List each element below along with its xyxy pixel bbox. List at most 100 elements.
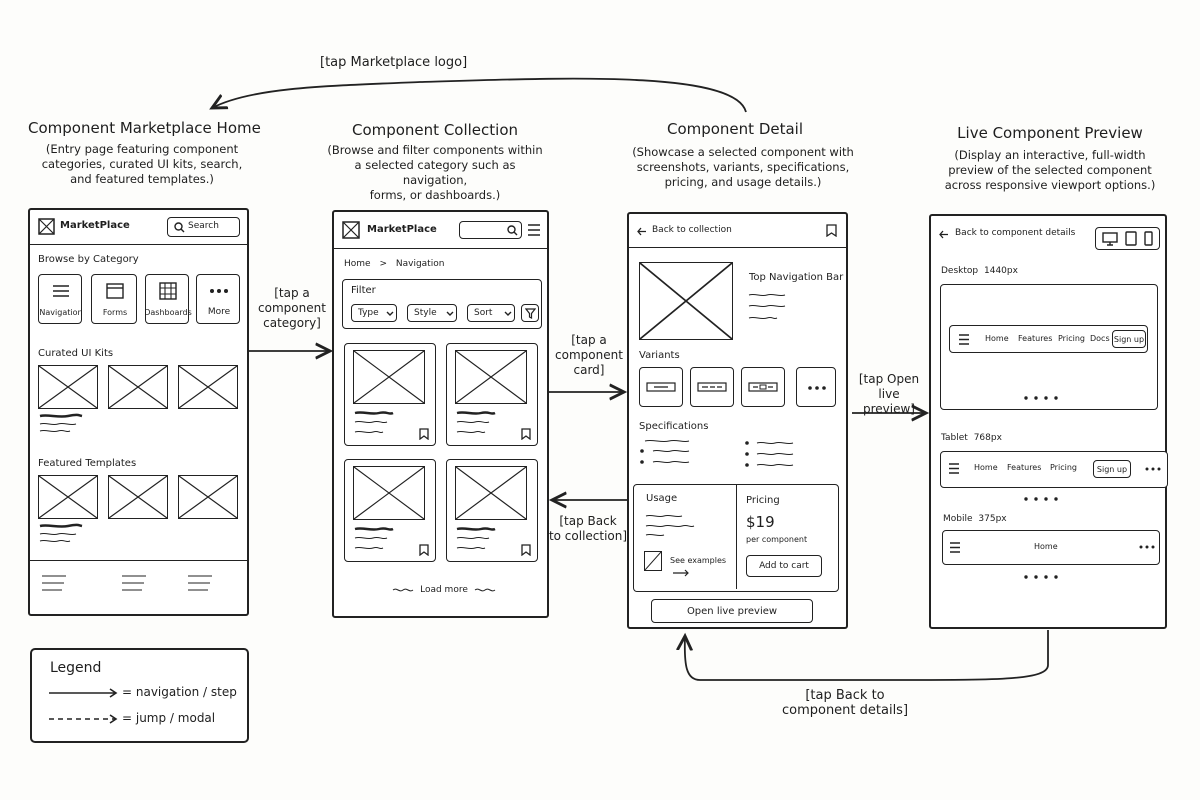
card-thumbnail [455, 466, 527, 520]
home-title: Component Marketplace Home [28, 119, 261, 137]
mobile-label: Mobile [943, 514, 973, 524]
variants-label: Variants [639, 350, 680, 361]
collection-title: Component Collection [351, 121, 519, 139]
hamburger-menu-icon[interactable] [958, 334, 970, 345]
bookmark-icon[interactable] [419, 544, 429, 556]
category-navigation[interactable]: Navigation [38, 274, 83, 324]
card-text-lines [456, 411, 496, 434]
component-card[interactable] [446, 343, 538, 446]
nav-link[interactable]: Pricing [1050, 463, 1077, 472]
add-to-cart-button[interactable]: Add to cart [746, 555, 822, 577]
filter-style-dropdown[interactable]: Style [407, 304, 457, 322]
breadcrumb-home[interactable]: Home [344, 259, 371, 269]
footer-divider [30, 560, 247, 561]
card-text-lines [354, 527, 394, 550]
bookmark-icon[interactable] [521, 428, 531, 440]
desktop-navbar: Home Features Pricing Docs Sign up [949, 325, 1148, 353]
more-icon[interactable] [1139, 545, 1155, 549]
nav-link[interactable]: Home [974, 463, 998, 472]
filter-type-dropdown[interactable]: Type [351, 304, 397, 322]
template-thumbnail[interactable] [108, 475, 168, 519]
funnel-icon [525, 308, 536, 319]
pagination-dots [1024, 396, 1058, 400]
bookmark-icon[interactable] [419, 428, 429, 440]
variant-option[interactable] [639, 367, 683, 407]
desktop-viewport-label: Desktop 1440px [941, 266, 1018, 276]
logo-icon[interactable] [342, 221, 360, 239]
more-icon [210, 289, 228, 293]
template-thumbnail[interactable] [38, 475, 98, 519]
tablet-icon[interactable] [1125, 231, 1137, 247]
see-examples-link[interactable]: See examples [670, 556, 727, 565]
variant-option[interactable] [690, 367, 734, 407]
search-input[interactable]: Search [167, 217, 240, 237]
component-summary-lines [748, 293, 786, 320]
nav-link[interactable]: Features [1018, 334, 1053, 343]
category-more[interactable]: More [196, 274, 240, 324]
category-dashboards[interactable]: Dashboards [144, 274, 192, 324]
chevron-down-icon [446, 311, 454, 316]
preview-title: Live Component Preview [957, 124, 1143, 142]
signup-label: Sign up [1096, 464, 1128, 474]
open-live-preview-button[interactable]: Open live preview [651, 599, 813, 623]
nav-link[interactable]: Docs [1090, 334, 1110, 343]
curated-label: Curated UI Kits [38, 348, 114, 359]
nav-link[interactable]: Pricing [1058, 334, 1085, 343]
detail-screen: Back to collection Top Navigation Bar Va… [627, 212, 848, 629]
price: $19 [746, 513, 775, 531]
card-text-lines [456, 527, 496, 550]
arrow-preview-to-detail [685, 630, 1049, 681]
search-icon [174, 222, 185, 233]
home-screen: MarketPlace Search Browse by Category Na… [28, 208, 249, 616]
tablet-preview-frame: Home Features Pricing Sign up [940, 451, 1168, 488]
variant-option[interactable] [741, 367, 785, 407]
preview-desc: (Display an interactive, full-width prev… [944, 148, 1156, 192]
search-input[interactable] [459, 221, 522, 239]
tablet-size: 768px [973, 433, 1002, 443]
filter-sort-dropdown[interactable]: Sort [467, 304, 515, 322]
more-icon[interactable] [1145, 467, 1161, 471]
tablet-label: Tablet [941, 433, 968, 443]
logo-icon[interactable] [38, 218, 55, 235]
nav-link[interactable]: Features [1007, 463, 1042, 472]
component-card[interactable] [344, 343, 436, 446]
brand-name[interactable]: MarketPlace [60, 220, 130, 231]
signup-button[interactable]: Sign up [1112, 330, 1146, 348]
pricing-label: Pricing [746, 495, 780, 506]
filter-button[interactable] [521, 304, 539, 322]
template-thumbnail[interactable] [178, 475, 238, 519]
mobile-icon[interactable] [1144, 231, 1153, 247]
desktop-icon[interactable] [1102, 232, 1118, 246]
load-more[interactable]: Load more [374, 582, 514, 598]
breadcrumb-separator: > [379, 259, 387, 269]
kit-thumbnail[interactable] [178, 365, 238, 409]
hamburger-menu-icon[interactable] [527, 224, 541, 236]
bookmark-icon[interactable] [521, 544, 531, 556]
component-card[interactable] [344, 459, 436, 562]
squiggle-left [392, 588, 414, 592]
footer-links [42, 575, 212, 591]
hamburger-menu-icon[interactable] [949, 542, 961, 553]
more-variants[interactable] [796, 367, 836, 407]
flow-label-tap-logo: [tap Marketplace logo] [320, 55, 468, 70]
kit-thumbnail[interactable] [38, 365, 98, 409]
component-card[interactable] [446, 459, 538, 562]
brand-name[interactable]: MarketPlace [367, 224, 437, 235]
component-name: Top Navigation Bar [749, 272, 844, 283]
usage-lines [645, 514, 695, 537]
nav-link[interactable]: Home [1034, 542, 1058, 551]
pagination-dots [1024, 497, 1058, 501]
flow-label-tap-category: [tap a component category] [258, 286, 326, 330]
hamburger-menu-icon[interactable] [948, 463, 960, 474]
arrow-right-icon [673, 569, 689, 577]
search-placeholder: Search [188, 221, 219, 231]
kit-text-lines [39, 413, 83, 433]
header-divider [629, 247, 846, 248]
kit-thumbnail[interactable] [108, 365, 168, 409]
bookmark-icon[interactable] [826, 224, 837, 237]
signup-button[interactable]: Sign up [1093, 460, 1131, 478]
viewport-switcher [1095, 227, 1160, 250]
nav-link[interactable]: Home [985, 334, 1009, 343]
category-forms[interactable]: Forms [91, 274, 137, 324]
legend-solid-label: = navigation / step [122, 685, 237, 699]
